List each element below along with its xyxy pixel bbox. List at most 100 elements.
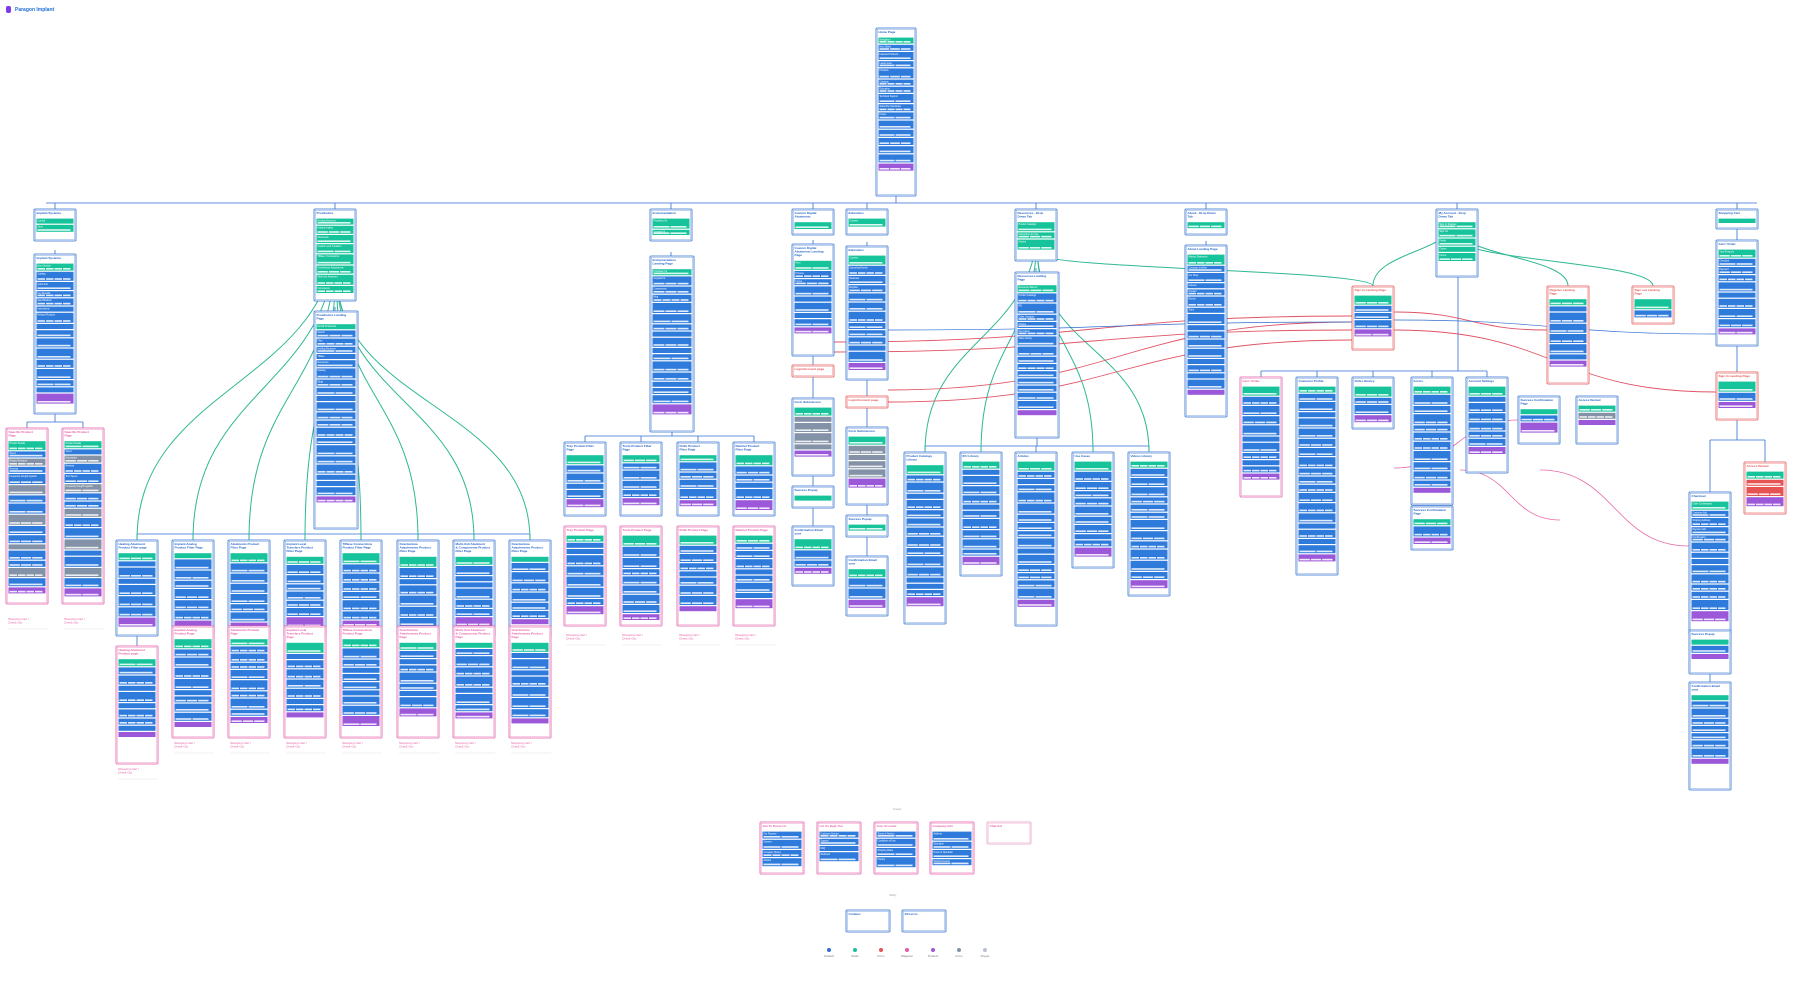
cart-link-note[interactable]: Shopping Cart /Check Out [230,741,270,754]
nav-tab-node[interactable]: Shopping Cart [1715,208,1759,230]
cart-link-note[interactable]: Shopping Cart /Check Out [735,633,775,646]
success-popup-node[interactable]: Success Popup [845,514,889,538]
account-page-node[interactable]: Cart / Order [1239,376,1283,498]
cart-link-note[interactable]: Shopping Cart /Check Out [174,741,214,754]
product-page-node[interactable]: Multi-Unit Abutment& Components ProductP… [452,625,496,739]
cart-link-note[interactable]: Shopping Cart /Check Out [566,633,606,646]
filter-page-node[interactable]: Multi-Unit Abutment& Components ProductF… [452,539,496,637]
auth-page-node[interactable]: Sign In Landing Page [1351,285,1395,351]
instrument-product-node[interactable]: Tray Product Page [563,525,607,627]
cart-link-note[interactable]: Shopping Cart /Check Out [342,741,382,754]
cart-link-note[interactable]: Shopping Cart /Check Out [511,741,551,754]
access-denied-node[interactable]: Access Denied [1743,461,1787,515]
instrument-product-node[interactable]: Tools Product Page [619,525,663,627]
account-page-node[interactable]: Customer Profile [1295,376,1339,576]
instrument-product-node[interactable]: Drills Product Page [676,525,720,627]
wireframe-block [352,644,360,647]
cart-link-note[interactable]: Shopping Cart /Check Out [455,741,495,754]
form-submission-node[interactable]: Form Submission [791,397,835,477]
success-popup-node[interactable]: Success Popup [791,485,835,509]
resource-sub-node[interactable]: Videos Library [1127,451,1171,597]
wireframe-block [335,471,344,473]
utility-page-node[interactable]: Cookies [845,909,891,933]
cart-link-note[interactable]: Shopping Cart /Check Out [64,617,104,630]
resource-sub-node[interactable]: IFU Library [959,451,1003,577]
form-submission-node[interactable]: Form Submission [845,426,889,506]
wireframe-block [254,608,265,611]
utility-page-node[interactable]: 404 error [901,909,947,933]
node-section [679,535,717,545]
account-page-node[interactable]: Forms [1410,376,1454,506]
wireframe-block [849,596,883,598]
node-title: Transfers Product [287,546,313,550]
cart-link-note[interactable]: Shopping Cart /Check Out [622,633,662,646]
login-account-node[interactable]: Login/Account page [845,395,889,409]
cart-link-note[interactable]: Shopping Cart /Check Out [118,767,158,780]
instrument-product-node[interactable]: Ratchet Product Page [732,525,776,627]
cart-link-note[interactable]: Shopping Cart /Check Out [399,741,439,754]
resource-sub-node[interactable]: Articles [1014,451,1058,627]
cart-link-note[interactable]: Shopping Cart /Check Out [8,617,48,630]
footer-page-node[interactable]: Chat bot [986,821,1032,845]
account-page-node[interactable]: Account Settings [1465,376,1509,474]
cart-link-note[interactable]: Shopping Cart /Check Out [679,633,719,646]
access-denied-node[interactable]: Access Denied [1575,395,1619,445]
resource-sub-node[interactable]: Use Cases [1071,451,1115,569]
login-account-node[interactable]: Login/Account page [791,364,835,378]
account-page-node[interactable]: Order History [1351,376,1395,430]
cart-link-note[interactable]: Shopping Cart /Check Out [286,741,326,754]
success-popup-node[interactable]: Success Popup [1688,629,1732,675]
sign-in-node[interactable]: Sign In Landing Page [1715,371,1759,421]
